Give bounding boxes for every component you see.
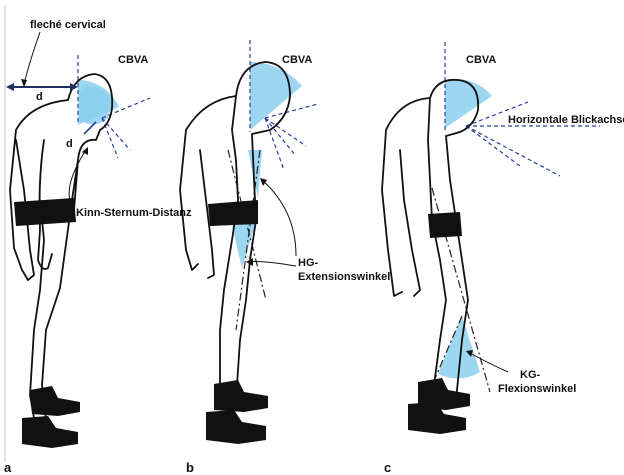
shoe-left-c — [418, 378, 470, 410]
cbva-label-b: CBVA — [282, 54, 312, 66]
gaze-ray-1-c — [465, 125, 561, 177]
shoe-right-a — [22, 416, 78, 448]
panel-b: CBVA HG- Extensionswinkel b — [179, 40, 390, 475]
panel-c: CBVA Horizontale Blickachse KG- Flexions… — [381, 42, 624, 475]
kinn-sternum-label: Kinn-Sternum-Distanz — [76, 207, 192, 219]
fleche-pointer-head — [21, 79, 27, 87]
kg-label-line2: Flexionswinkel — [498, 383, 576, 395]
panel-letter-a: a — [4, 460, 12, 475]
fleche-pointer — [23, 31, 41, 85]
gaze-ray-2-b — [264, 117, 297, 157]
d-arrow-head-right — [70, 83, 78, 91]
fleche-cervical-label: fleché cervical — [30, 19, 106, 31]
cbva-angle-wedge-c — [445, 78, 492, 128]
cbva-label-a: CBVA — [118, 54, 148, 66]
gaze-ray-1-b — [264, 117, 307, 147]
head-shade-a — [80, 86, 112, 125]
d-horizontal-label: d — [36, 91, 43, 103]
horizontal-blickachse-label: Horizontale Blickachse — [508, 114, 624, 126]
cbva-label-c: CBVA — [466, 54, 496, 66]
kinn-pointer — [68, 149, 87, 211]
gaze-ray-2-c — [465, 125, 521, 167]
shoe-left-a — [30, 386, 80, 416]
panel-letter-c: c — [384, 460, 391, 475]
kg-flexion-wedge — [438, 316, 480, 379]
hg-pointer-top-head — [260, 178, 267, 186]
hg-extension-wedge — [232, 222, 256, 268]
gaze-ray-2-a — [101, 117, 119, 159]
hg-label-line1: HG- — [298, 257, 319, 269]
hg-pointer-head — [246, 258, 253, 266]
hip-reference-line-b — [227, 149, 267, 301]
kg-pointer-head — [466, 350, 473, 357]
d-chin-label: d — [66, 138, 73, 150]
shoe-right-c — [408, 402, 466, 434]
arm-a — [37, 139, 53, 270]
shoe-right-b — [206, 410, 266, 444]
body-outline-a — [9, 73, 114, 421]
shorts-band-c — [428, 212, 462, 238]
cbva-angle-wedge-b — [250, 61, 302, 130]
hg-label-line2: Extensionswinkel — [298, 271, 390, 283]
gaze-line-b — [264, 103, 319, 119]
gaze-ray-3-b — [264, 117, 285, 171]
hg-pointer — [247, 261, 297, 267]
panel-letter-b: b — [186, 460, 194, 475]
body-outline-c — [381, 78, 480, 401]
shoe-left-b — [214, 380, 268, 412]
kg-label-line1: KG- — [520, 369, 541, 381]
d-arrow-head-left — [6, 83, 14, 91]
kinn-pointer-head — [82, 147, 88, 155]
panel-a: fleché cervical d d CBVA Kinn-Sternum-Di… — [4, 19, 192, 475]
shorts-band-b — [208, 200, 258, 226]
shorts-band-a — [14, 198, 76, 226]
chin-arrow-a — [83, 121, 97, 135]
hg-pointer-top — [261, 179, 297, 257]
trunk-reference-line-b — [235, 149, 261, 331]
